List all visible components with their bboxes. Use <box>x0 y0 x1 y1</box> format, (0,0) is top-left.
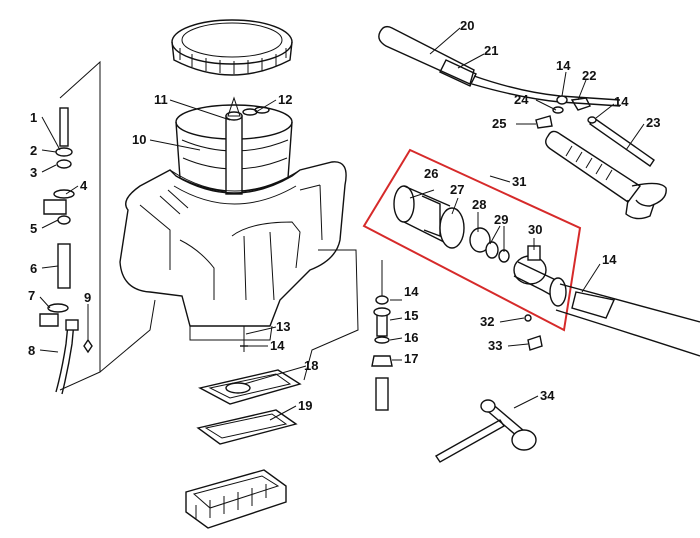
fuel-tank <box>119 161 347 352</box>
fuel-filter-assembly <box>393 185 567 322</box>
callout-1: 1 <box>30 110 37 125</box>
tank-strainer <box>175 96 293 195</box>
callout-24: 24 <box>514 92 529 107</box>
callout-16: 16 <box>404 330 418 345</box>
callout-19: 19 <box>298 398 312 413</box>
highlight-box <box>362 148 582 332</box>
filler-cap <box>171 19 293 76</box>
callout-33: 33 <box>488 338 502 353</box>
left-fittings <box>39 107 93 395</box>
callout-30: 30 <box>528 222 542 237</box>
callout-26: 26 <box>424 166 438 181</box>
callout-29: 29 <box>494 212 508 227</box>
callout-2: 2 <box>30 143 37 158</box>
bottom-gaskets <box>185 369 302 529</box>
callout-6: 6 <box>30 261 37 276</box>
callout-22: 22 <box>582 68 596 83</box>
callout-7: 7 <box>28 288 35 303</box>
callout-15: 15 <box>404 308 418 323</box>
tools-and-screw <box>434 335 543 463</box>
callout-23: 23 <box>646 115 660 130</box>
callout-8: 8 <box>28 343 35 358</box>
callout-28: 28 <box>472 197 486 212</box>
callout-21: 21 <box>484 43 498 58</box>
callout-13: 13 <box>276 319 290 334</box>
callout-11: 11 <box>154 92 168 107</box>
callout-12: 12 <box>278 92 292 107</box>
callout-3: 3 <box>30 165 37 180</box>
callout-14-right: 14 <box>614 94 629 109</box>
callout-14-tank: 14 <box>270 338 285 353</box>
callout-18: 18 <box>304 358 318 373</box>
fuel-hose-assembly <box>378 25 667 220</box>
callout-4: 4 <box>80 178 88 193</box>
callout-34: 34 <box>540 388 555 403</box>
assembly-lines <box>59 60 359 391</box>
large-fuel-hose <box>555 283 700 357</box>
leader-lines <box>39 27 645 421</box>
callout-10: 10 <box>132 132 146 147</box>
callout-14-hose: 14 <box>602 252 617 267</box>
callout-17: 17 <box>404 351 418 366</box>
callout-20: 20 <box>460 18 474 33</box>
callout-32: 32 <box>480 314 494 329</box>
callout-14-top: 14 <box>556 58 571 73</box>
callout-labels: 1 2 3 4 5 6 7 8 9 10 11 12 13 14 18 19 1… <box>28 18 660 413</box>
callout-27: 27 <box>450 182 464 197</box>
center-fittings <box>371 260 393 411</box>
callout-5: 5 <box>30 221 37 236</box>
callout-25: 25 <box>492 116 506 131</box>
callout-14-center: 14 <box>404 284 419 299</box>
callout-31: 31 <box>512 174 526 189</box>
callout-9: 9 <box>84 290 91 305</box>
